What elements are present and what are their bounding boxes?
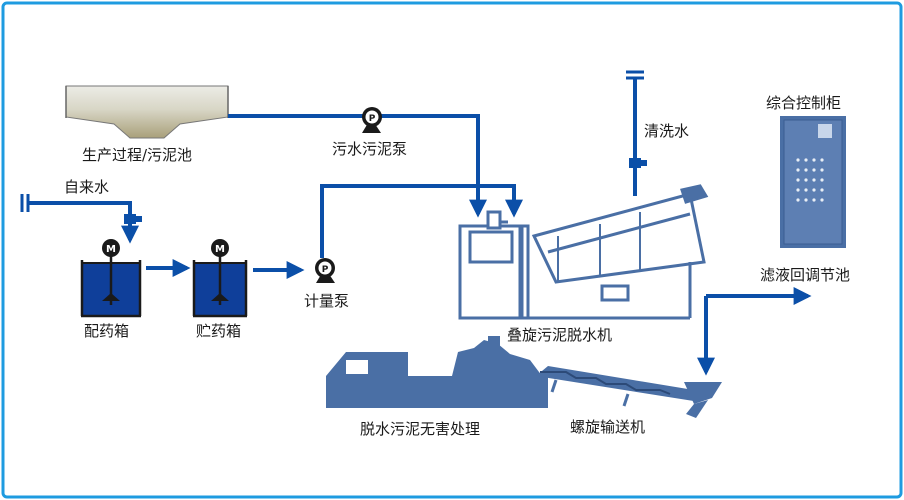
dosing-tank-motor-icon: M bbox=[102, 239, 120, 257]
label-dewatering-machine: 叠旋污泥脱水机 bbox=[507, 326, 613, 344]
label-production-sludge-tank: 生产过程/污泥池 bbox=[82, 146, 193, 164]
tap-water-pipe bbox=[20, 194, 139, 244]
label-sewage-sludge-pump: 污水污泥泵 bbox=[332, 140, 408, 158]
svg-text:M: M bbox=[106, 244, 116, 255]
label-dosing-tank: 配药箱 bbox=[84, 322, 130, 340]
flocculant-pipe bbox=[320, 184, 523, 258]
control-cabinet bbox=[780, 116, 846, 248]
dosing-tank bbox=[80, 256, 142, 318]
dewatering-machine bbox=[458, 184, 709, 320]
storage-tank bbox=[192, 256, 248, 318]
screw-conveyor bbox=[536, 366, 722, 418]
label-control-cabinet: 综合控制柜 bbox=[766, 94, 842, 112]
tap-water-valve-icon bbox=[124, 214, 142, 224]
sludge-truck bbox=[326, 336, 548, 408]
svg-text:P: P bbox=[322, 265, 329, 275]
label-storage-tank: 贮药箱 bbox=[196, 322, 242, 340]
sludge-feed-pipe bbox=[228, 114, 487, 218]
sludge-tank bbox=[65, 85, 229, 139]
wash-water-valve-icon bbox=[629, 158, 647, 168]
label-wash-water: 清洗水 bbox=[644, 122, 690, 140]
label-screw-conveyor: 螺旋输送机 bbox=[570, 418, 646, 436]
svg-text:M: M bbox=[215, 244, 225, 255]
label-filtrate-tank: 滤液回调节池 bbox=[760, 266, 851, 284]
svg-text:P: P bbox=[369, 114, 376, 124]
storage-tank-motor-icon: M bbox=[211, 239, 229, 257]
wash-water-pipe bbox=[626, 70, 644, 196]
label-metering-pump: 计量泵 bbox=[304, 292, 350, 310]
label-sludge-disposal: 脱水污泥无害处理 bbox=[360, 420, 481, 438]
sewage-pump-icon: P bbox=[362, 107, 382, 133]
label-tap-water: 自来水 bbox=[64, 178, 110, 196]
metering-pump-icon: P bbox=[315, 258, 335, 283]
